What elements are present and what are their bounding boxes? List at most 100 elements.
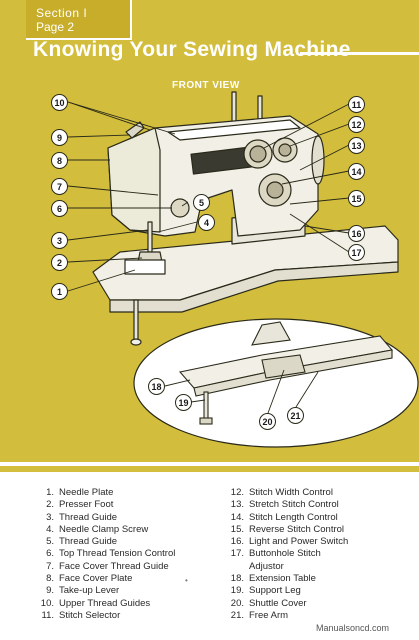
support-leg: [133, 299, 139, 341]
shuttle-cover: [261, 354, 306, 379]
callout-9: 9: [51, 129, 68, 146]
legend-item: 8. Face Cover Plate: [34, 573, 175, 585]
watermark: Manualsoncd.com: [316, 623, 390, 633]
callout-18: 18: [148, 378, 165, 395]
legend-number: 6.: [46, 548, 54, 560]
legend-number: 2.: [46, 499, 54, 511]
sewing-machine-illustration: [67, 91, 419, 448]
legend-item: 6. Top Thread Tension Control: [34, 548, 175, 560]
legend-text: Presser Foot: [59, 499, 114, 511]
callout-2: 2: [51, 254, 68, 271]
legend-right: 12. Stitch Width Control 13. Stretch Stitch…: [224, 487, 349, 622]
legend-item: 7.Face Cover Thread Guide: [34, 561, 175, 573]
legend-text: Support Leg: [249, 585, 301, 597]
legend-text: Stretch Stitch Control: [249, 499, 339, 511]
callout-10: 10: [51, 94, 68, 111]
legend-item: 10. Upper Thread Guides: [34, 598, 175, 610]
legend-item: 11.Stitch Selector: [34, 610, 175, 622]
legend-number: 7.: [46, 560, 54, 572]
legend-text: Buttonhole Stitch: [249, 548, 321, 560]
legend-number: 8.: [46, 573, 54, 585]
legend-text: Thread Guide: [59, 536, 118, 548]
legend-item: 17. Buttonhole Stitch: [224, 548, 348, 560]
legend-item: 19. Support Leg: [224, 585, 348, 597]
legend-text-continued: Adjustor: [249, 560, 284, 572]
legend-item: 4. Needle Clamp Screw: [34, 524, 175, 536]
legend-item: 5.Thread Guide: [34, 536, 175, 548]
tension-dial: [170, 198, 190, 218]
face-plate: [107, 127, 161, 233]
legend-number: 15.: [230, 523, 244, 535]
legend-number: 4.: [46, 523, 54, 535]
legend-number: 14.: [230, 511, 244, 523]
callout-17: 17: [348, 244, 365, 261]
legend-text: Top Thread Tension Control: [59, 548, 176, 560]
legend-number: 13.: [230, 499, 244, 511]
legend-item: 15. Reverse Stitch Control: [224, 524, 348, 536]
legend-text: Take-up Lever: [59, 585, 120, 597]
legend-item: 3. Thread Guide: [34, 512, 175, 524]
legend-number: 21.: [230, 609, 244, 621]
callout-1: 1: [51, 283, 68, 300]
legend-item: 9. Take-up Lever: [34, 585, 175, 597]
legend-text: Light and Power Switch: [249, 536, 349, 548]
support-leg-detail: [203, 391, 209, 421]
legend-item: 12. Stitch Width Control: [224, 487, 348, 499]
callout-12: 12: [348, 116, 365, 133]
legend-number: 19.: [230, 585, 244, 597]
legend-number: 10.: [40, 597, 54, 609]
callout-13: 13: [348, 137, 365, 154]
legend-text: Extension Table: [249, 573, 316, 585]
support-foot: [130, 338, 142, 346]
callout-4: 4: [198, 214, 215, 231]
legend-text: Shuttle Cover: [249, 597, 307, 609]
section-label: Section I: [36, 6, 88, 20]
legend-item: 2. Presser Foot: [34, 499, 175, 511]
callout-6: 6: [51, 200, 68, 217]
legend-item: 20. Shuttle Cover: [224, 598, 348, 610]
needle-bar: [147, 221, 153, 253]
callout-21: 21: [287, 407, 304, 424]
callout-14: 14: [348, 163, 365, 180]
legend-number: 3.: [46, 511, 54, 523]
legend-item: 16. Light and Power Switch: [224, 536, 349, 548]
legend-text: Stitch Length Control: [249, 511, 338, 523]
legend-number: 18.: [230, 573, 244, 585]
legend-text: Free Arm: [249, 609, 289, 621]
page-title: Knowing Your Sewing Machine: [33, 38, 351, 61]
legend-number: 16.: [230, 536, 244, 548]
legend-item: 21. Free Arm: [224, 610, 348, 622]
legend-item: 14. Stitch Length Control: [224, 512, 348, 524]
legend-text: Thread Guide: [59, 511, 118, 523]
legend-text: Stitch Width Control: [249, 487, 333, 498]
legend-text: Reverse Stitch Control: [249, 523, 345, 535]
callout-3: 3: [51, 232, 68, 249]
legend-number: 17.: [230, 548, 244, 560]
callout-20: 20: [259, 413, 276, 430]
bullet-mark: •: [185, 576, 188, 585]
legend-number: 1.: [46, 487, 54, 498]
title-rule: [300, 52, 419, 55]
legend-text: Upper Thread Guides: [59, 597, 151, 609]
view-label: FRONT VIEW: [172, 80, 240, 91]
page-label: Page 2: [36, 20, 75, 34]
legend-item: 13. Stretch Stitch Control: [224, 499, 348, 511]
callout-5: 5: [193, 194, 210, 211]
callout-19: 19: [175, 394, 192, 411]
legend-number: 12.: [230, 487, 244, 498]
legend-number: 20.: [230, 597, 244, 609]
callout-15: 15: [348, 190, 365, 207]
callout-11: 11: [348, 96, 365, 113]
needle-plate: [124, 259, 166, 275]
legend-number: 9.: [46, 585, 54, 597]
callout-7: 7: [51, 178, 68, 195]
legend-text: Face Cover Plate: [59, 573, 133, 585]
legend-text: Needle Clamp Screw: [59, 523, 149, 535]
section-tab: Section I Page 2: [26, 0, 132, 40]
legend-number: 11.: [41, 609, 54, 621]
callout-8: 8: [51, 152, 68, 169]
legend-item: 18. Extension Table: [224, 573, 348, 585]
legend-text: Needle Plate: [59, 487, 114, 498]
callout-16: 16: [348, 225, 365, 242]
divider-band: [0, 466, 419, 472]
